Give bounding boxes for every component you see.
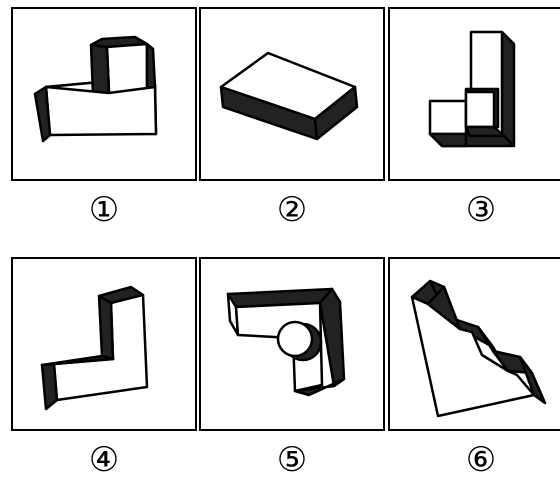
figure-panel-2 bbox=[199, 7, 385, 181]
l-shaped-block-drawing-4 bbox=[40, 285, 149, 411]
figure-panel-6 bbox=[388, 257, 560, 431]
figure-label-3: ③ bbox=[465, 190, 497, 230]
figure-panel-1 bbox=[11, 7, 197, 181]
figure-panel-5 bbox=[199, 257, 385, 431]
figure-label-1: ① bbox=[88, 190, 120, 230]
figure-label-4: ④ bbox=[88, 440, 120, 480]
figure-panel-4 bbox=[11, 257, 197, 431]
figure-label-5: ⑤ bbox=[276, 440, 308, 480]
stepped-block-drawing-3 bbox=[428, 30, 516, 148]
block-with-cylinder-drawing-5 bbox=[226, 287, 346, 397]
figure-label-6: ⑥ bbox=[465, 440, 497, 480]
stepped-l-block-drawing-6 bbox=[410, 279, 547, 418]
figure-panel-3 bbox=[388, 7, 560, 181]
flat-slab-drawing-2 bbox=[219, 51, 359, 141]
l-shaped-block-drawing-1 bbox=[33, 35, 158, 143]
figure-label-2: ② bbox=[276, 190, 308, 230]
